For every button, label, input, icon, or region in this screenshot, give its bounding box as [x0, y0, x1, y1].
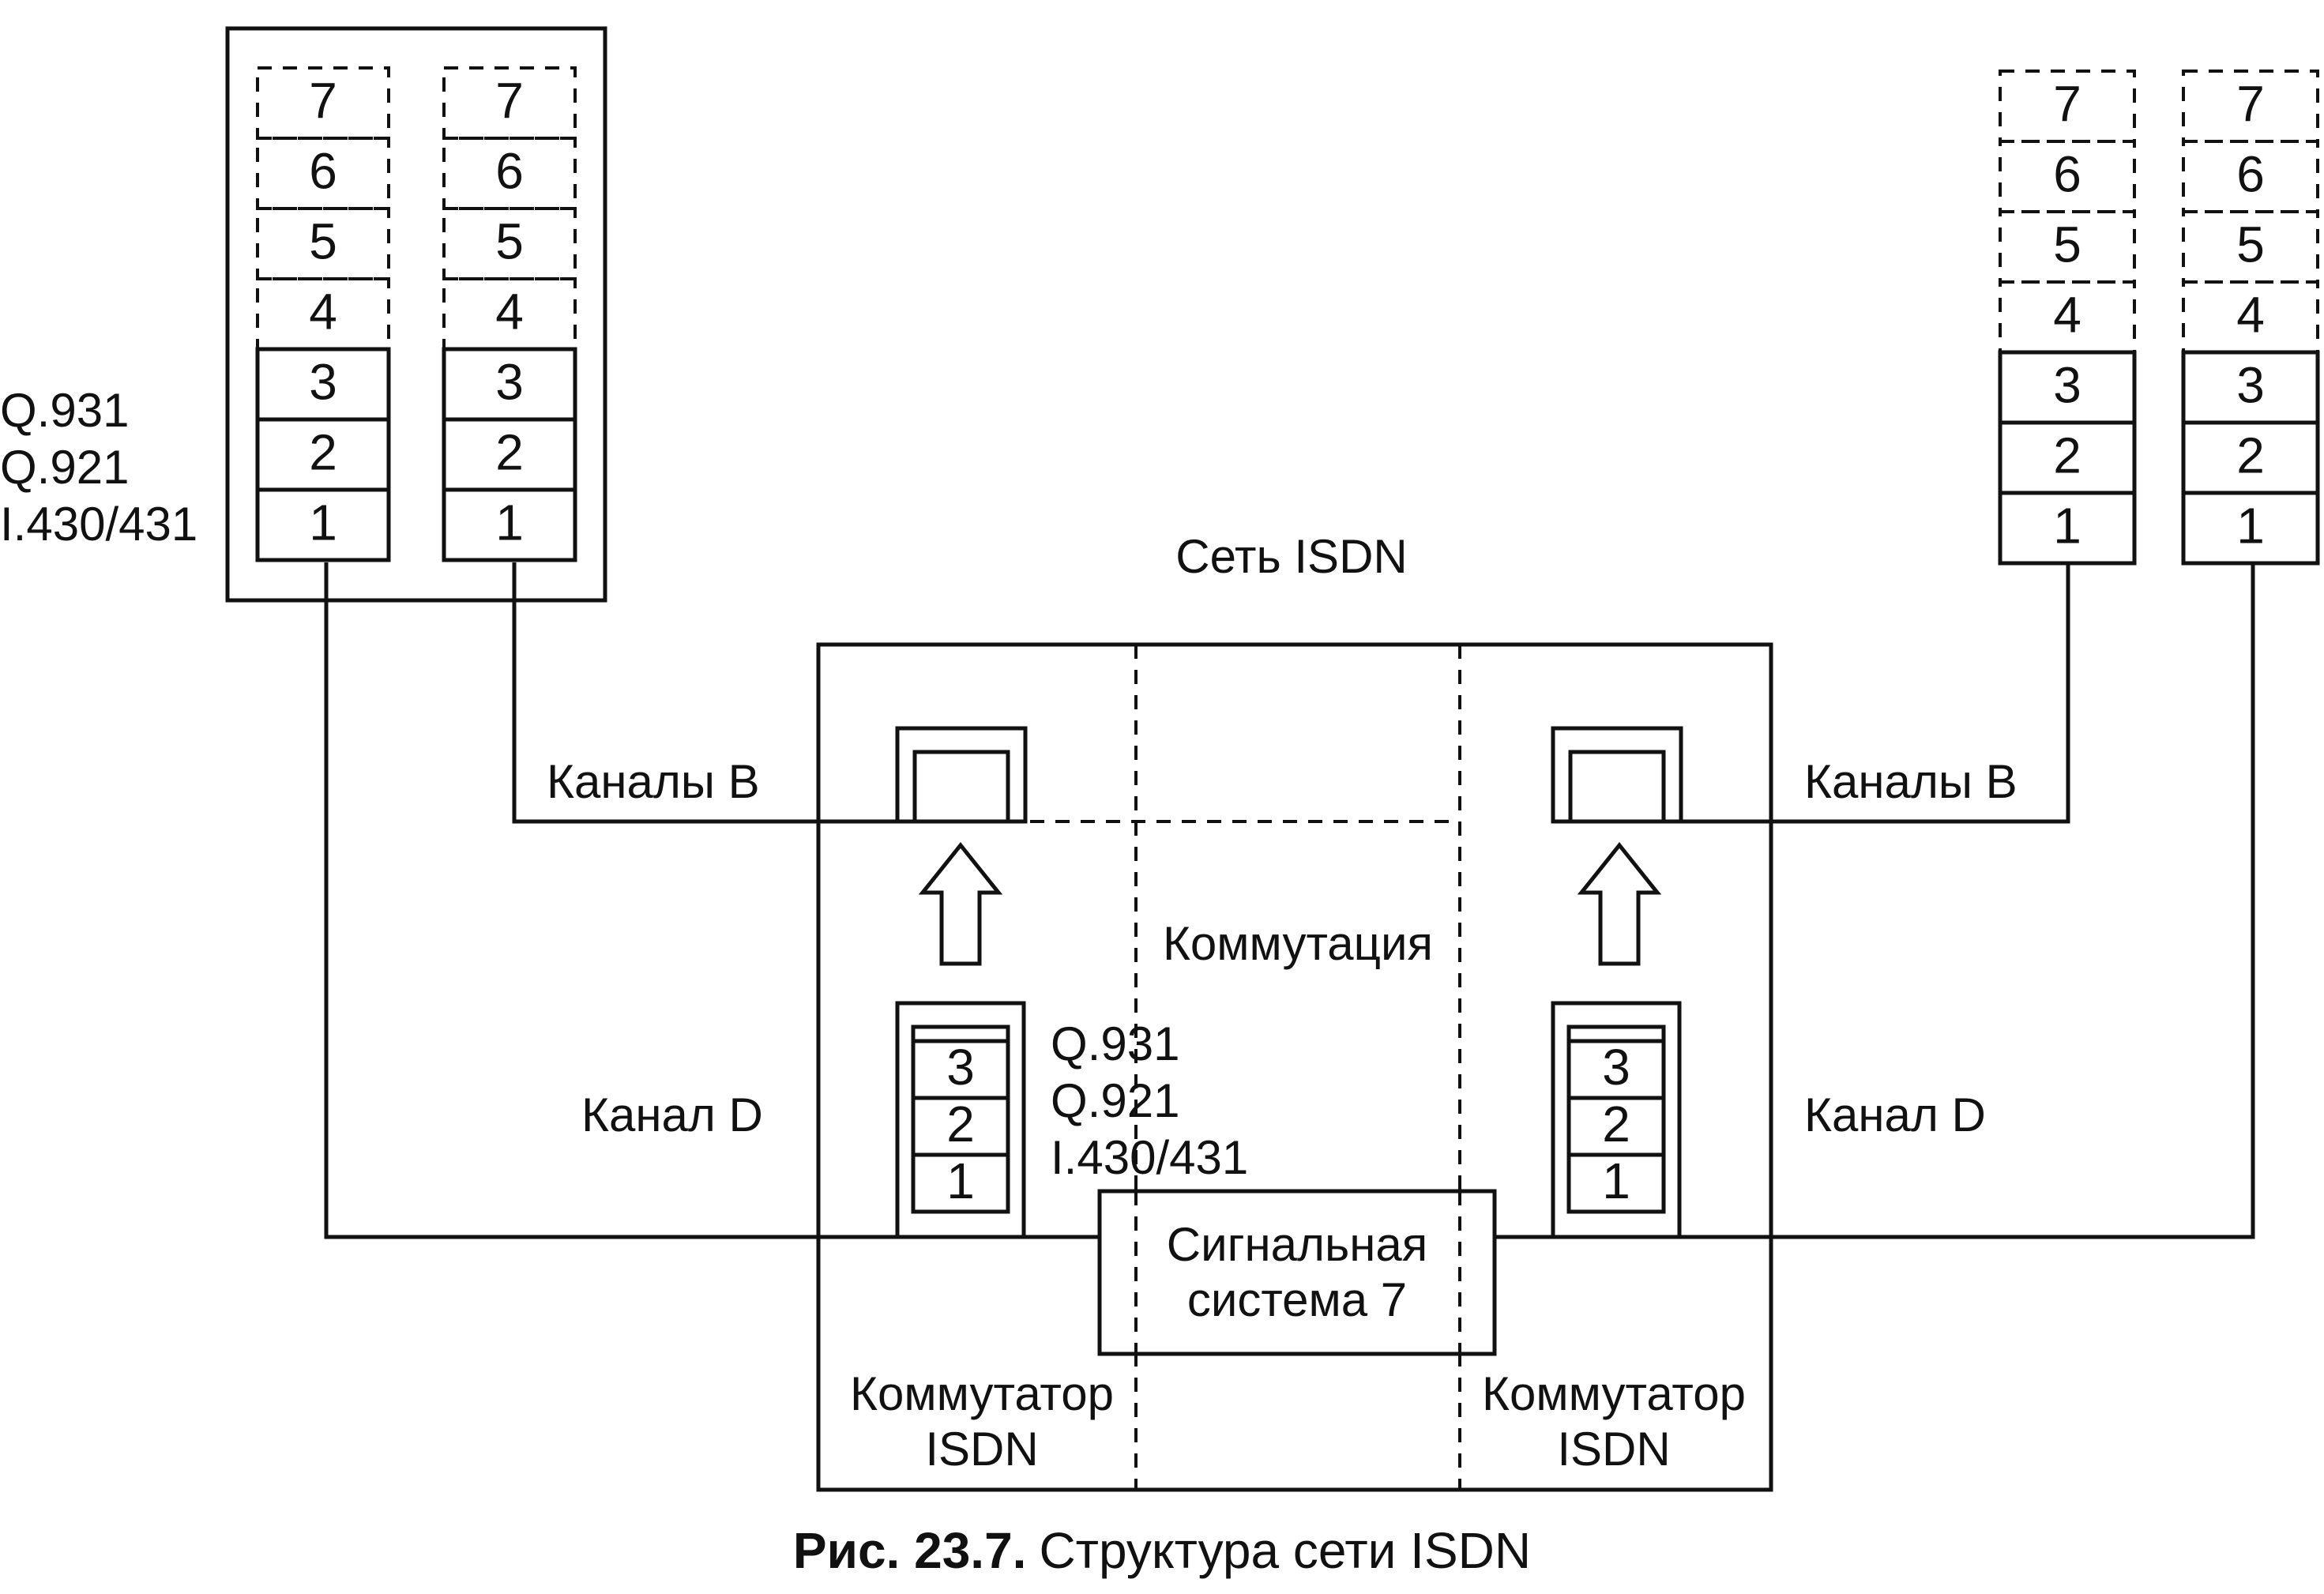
right-b-switch-block — [1551, 726, 1683, 824]
left-protocol-i430: I.430/431 — [0, 498, 197, 551]
layer-7-cell — [256, 66, 390, 140]
switching-label-bg — [1142, 918, 1455, 973]
network-title: Сеть ISDN — [1175, 530, 1407, 583]
layer-1-label: 1 — [495, 494, 524, 551]
center-protocol-i430: I.430/431 — [1051, 1131, 1248, 1184]
up-arrow-right-icon — [1577, 841, 1662, 966]
signaling-system-7: Сигнальная система 7 — [1097, 1189, 1497, 1356]
layer-3-label: 3 — [2053, 356, 2081, 413]
layer-5-cell — [442, 207, 577, 280]
layer-6-cell — [442, 137, 577, 210]
b-channels-label-right: Каналы B — [1804, 755, 2018, 808]
switch-right-line-2: ISDN — [1557, 1423, 1670, 1476]
center-protocol-q921: Q.921 — [1051, 1074, 1179, 1127]
switch-left-line-2: ISDN — [925, 1423, 1038, 1476]
layer-1-cell — [2181, 491, 2320, 566]
layer-1-label: 1 — [2236, 497, 2265, 554]
layer-3-label: 3 — [2236, 356, 2265, 413]
switch-layer-1-cell — [1566, 1152, 1666, 1214]
layer-3-label: 3 — [495, 353, 524, 410]
switch-layer-2-label: 2 — [1602, 1096, 1630, 1152]
layer-5-label: 5 — [2053, 216, 2081, 273]
layer-7-label: 7 — [309, 72, 337, 129]
layer-4-label: 4 — [2053, 286, 2081, 343]
layer-2-label: 2 — [2053, 427, 2081, 483]
layer-2-label: 2 — [309, 423, 337, 480]
switch-right-line-1: Коммутатор — [1482, 1367, 1746, 1420]
switch-layer-1-label: 1 — [1602, 1152, 1630, 1209]
layer-2-label: 2 — [495, 423, 524, 480]
switch-layer-1-label: 1 — [946, 1152, 975, 1209]
signaling-line-2: система 7 — [1187, 1273, 1407, 1326]
layer-1-cell — [255, 487, 391, 562]
layer-5-cell — [256, 207, 390, 280]
d-channel-label-left: Канал D — [581, 1088, 763, 1141]
layer-7-label: 7 — [495, 72, 524, 129]
right-switch-d-stack: 321 — [1551, 1001, 1682, 1239]
layer-5-label: 5 — [2236, 216, 2265, 273]
right-stack-2: 7 6 5 4 3 2 1 — [2181, 70, 2320, 566]
layer-7-label: 7 — [2236, 75, 2265, 132]
layer-6-label: 6 — [2053, 145, 2081, 202]
layer-2-label: 2 — [2236, 427, 2265, 483]
left-terminal-frame — [225, 26, 607, 603]
right-terminal-equipment: 7 6 5 4 3 2 1 7 6 5 4 3 2 1 — [1998, 70, 2320, 566]
layer-7-label: 7 — [2053, 75, 2081, 132]
left-stack-1: 7 6 5 4 3 2 1 — [255, 66, 391, 562]
layer-1-label: 1 — [2053, 497, 2081, 554]
left-stack-2: 7 6 5 4 3 2 1 — [442, 66, 577, 562]
right-stack-1: 7 6 5 4 3 2 1 — [1998, 70, 2137, 566]
caption-prefix: Рис. 23.7. — [793, 1522, 1027, 1579]
d-channel-line-left — [324, 562, 912, 1239]
layer-6-cell — [256, 137, 390, 210]
b-channel-line-right — [1681, 562, 2070, 824]
switch-layer-3-label: 3 — [946, 1039, 975, 1096]
b-channel-line-left — [512, 562, 912, 824]
d-channel-label-right: Канал D — [1804, 1088, 1986, 1141]
left-b-switch-block — [895, 726, 1028, 824]
left-protocol-q921: Q.921 — [0, 441, 129, 494]
b-channels-label-left: Каналы B — [547, 755, 760, 808]
layer-3-label: 3 — [309, 353, 337, 410]
up-arrow-left-icon — [918, 841, 1003, 966]
figure-caption: Рис. 23.7.Структура сети ISDN — [793, 1522, 1531, 1579]
layer-4-label: 4 — [495, 283, 524, 340]
layer-7-cell — [442, 66, 577, 140]
layer-5-label: 5 — [309, 212, 337, 269]
center-protocol-q931: Q.931 — [1051, 1017, 1179, 1070]
layer-5-label: 5 — [495, 212, 524, 269]
layer-1-cell — [442, 487, 577, 562]
switching-label: Коммутация — [1163, 917, 1433, 970]
switch-layer-2-label: 2 — [946, 1096, 975, 1152]
caption-text: Структура сети ISDN — [1039, 1522, 1531, 1579]
layer-4-label: 4 — [2236, 286, 2265, 343]
layer-1-label: 1 — [309, 494, 337, 551]
switch-layer-3-label: 3 — [1602, 1039, 1630, 1096]
layer-6-label: 6 — [309, 142, 337, 199]
isdn-network-frame — [816, 642, 1773, 1492]
switch-layer-1-cell — [911, 1152, 1010, 1214]
signaling-line-1: Сигнальная — [1167, 1218, 1428, 1271]
switch-left-line-1: Коммутатор — [850, 1367, 1114, 1420]
left-terminal-equipment: 7 6 5 4 3 2 1 7 6 5 4 3 2 1 — [225, 26, 607, 603]
layer-6-label: 6 — [495, 142, 524, 199]
left-protocol-q931: Q.931 — [0, 384, 129, 437]
layer-4-label: 4 — [309, 283, 337, 340]
layer-6-label: 6 — [2236, 145, 2265, 202]
left-switch-d-stack: 321 — [895, 1001, 1026, 1239]
d-channel-line-right — [1672, 562, 2255, 1239]
